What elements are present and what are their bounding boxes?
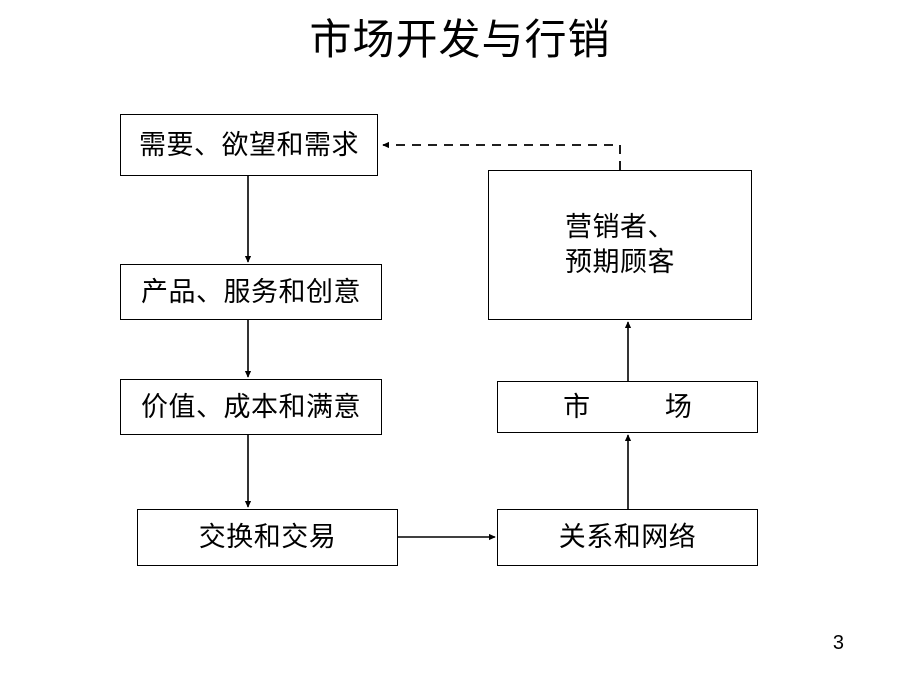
node-relation-label: 关系和网络 — [558, 522, 697, 553]
node-product[interactable]: 产品、服务和创意 — [120, 264, 382, 320]
node-value-label: 价值、成本和满意 — [141, 391, 361, 422]
node-needs-label: 需要、欲望和需求 — [139, 129, 359, 160]
node-marketer-label: 营销者、 预期顾客 — [565, 212, 675, 277]
node-needs[interactable]: 需要、欲望和需求 — [120, 114, 378, 176]
node-value[interactable]: 价值、成本和满意 — [120, 379, 382, 435]
node-exchange-label: 交换和交易 — [198, 522, 337, 553]
node-relation[interactable]: 关系和网络 — [497, 509, 758, 566]
node-marketer[interactable]: 营销者、 预期顾客 — [488, 170, 752, 320]
edge-marketer-to-needs-dashed — [382, 141, 621, 170]
node-product-label: 产品、服务和创意 — [141, 276, 361, 307]
node-exchange[interactable]: 交换和交易 — [137, 509, 398, 566]
page-number: 3 — [832, 632, 844, 654]
page-title: 市场开发与行销 — [309, 18, 611, 64]
node-market[interactable]: 市 场 — [497, 381, 758, 433]
node-market-label: 市 场 — [563, 391, 726, 422]
